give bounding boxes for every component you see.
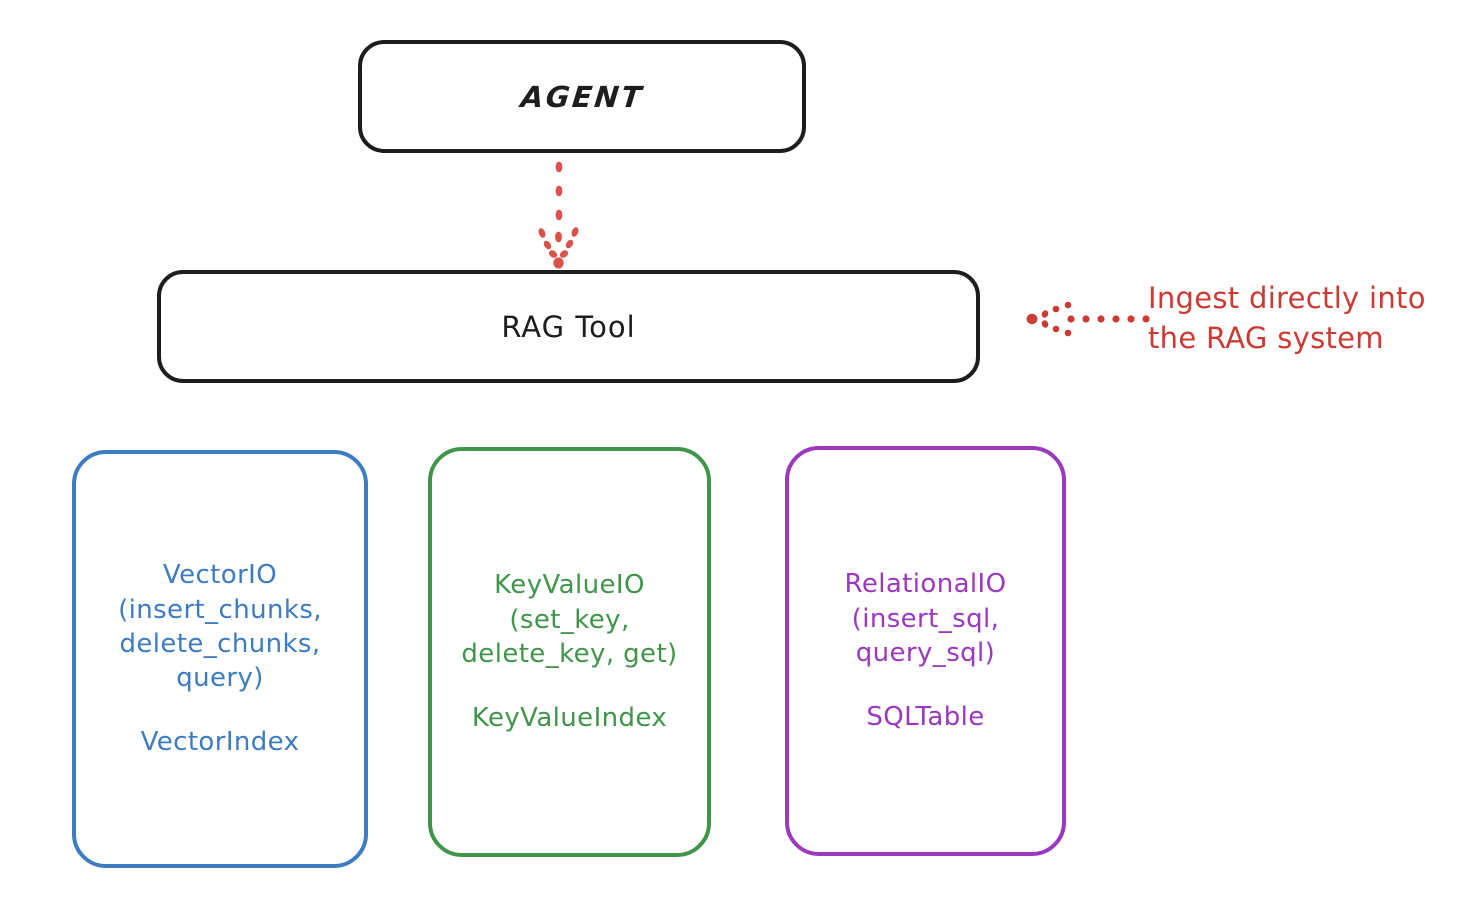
node-relational-io-index-label: SQLTable <box>866 702 985 733</box>
node-rag-tool[interactable]: RAG Tool <box>157 270 980 383</box>
node-key-value-io-api-label: KeyValueIO (set_key, delete_key, get) <box>461 570 678 669</box>
connector-ingest-arrow-icon <box>1026 301 1150 337</box>
node-agent-label: AGENT <box>518 79 646 114</box>
node-key-value-io[interactable]: KeyValueIO (set_key, delete_key, get) Ke… <box>428 447 711 857</box>
node-vector-io[interactable]: VectorIO (insert_chunks, delete_chunks, … <box>72 450 368 868</box>
node-vector-io-api-label: VectorIO (insert_chunks, delete_chunks, … <box>118 560 322 694</box>
annotation-ingest: Ingest directly into the RAG system <box>1148 281 1426 356</box>
connector-agent-to-rag-tool-icon <box>538 161 579 269</box>
node-key-value-io-index-label: KeyValueIndex <box>471 703 668 734</box>
node-relational-io-api-label: RelationalIO (insert_sql, query_sql) <box>844 569 1007 668</box>
node-relational-io[interactable]: RelationalIO (insert_sql, query_sql) SQL… <box>785 446 1066 856</box>
node-rag-tool-label: RAG Tool <box>501 309 636 344</box>
node-vector-io-index-label: VectorIndex <box>140 727 300 758</box>
node-agent[interactable]: AGENT <box>358 40 806 153</box>
